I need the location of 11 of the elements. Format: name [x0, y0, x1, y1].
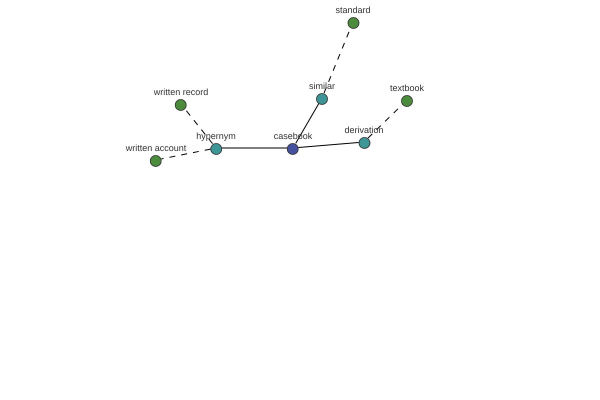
node-label: similar — [309, 80, 335, 92]
line — [295, 102, 320, 144]
node-label: written account — [126, 142, 186, 154]
node-label: written record — [154, 86, 208, 98]
node-label: derivation — [344, 124, 384, 136]
node-label: textbook — [390, 82, 424, 94]
line — [298, 142, 360, 148]
dashed-line — [160, 148, 212, 160]
dashed-line — [184, 108, 214, 144]
node-label: standard — [335, 4, 371, 16]
node-label: hypernym — [196, 130, 236, 142]
